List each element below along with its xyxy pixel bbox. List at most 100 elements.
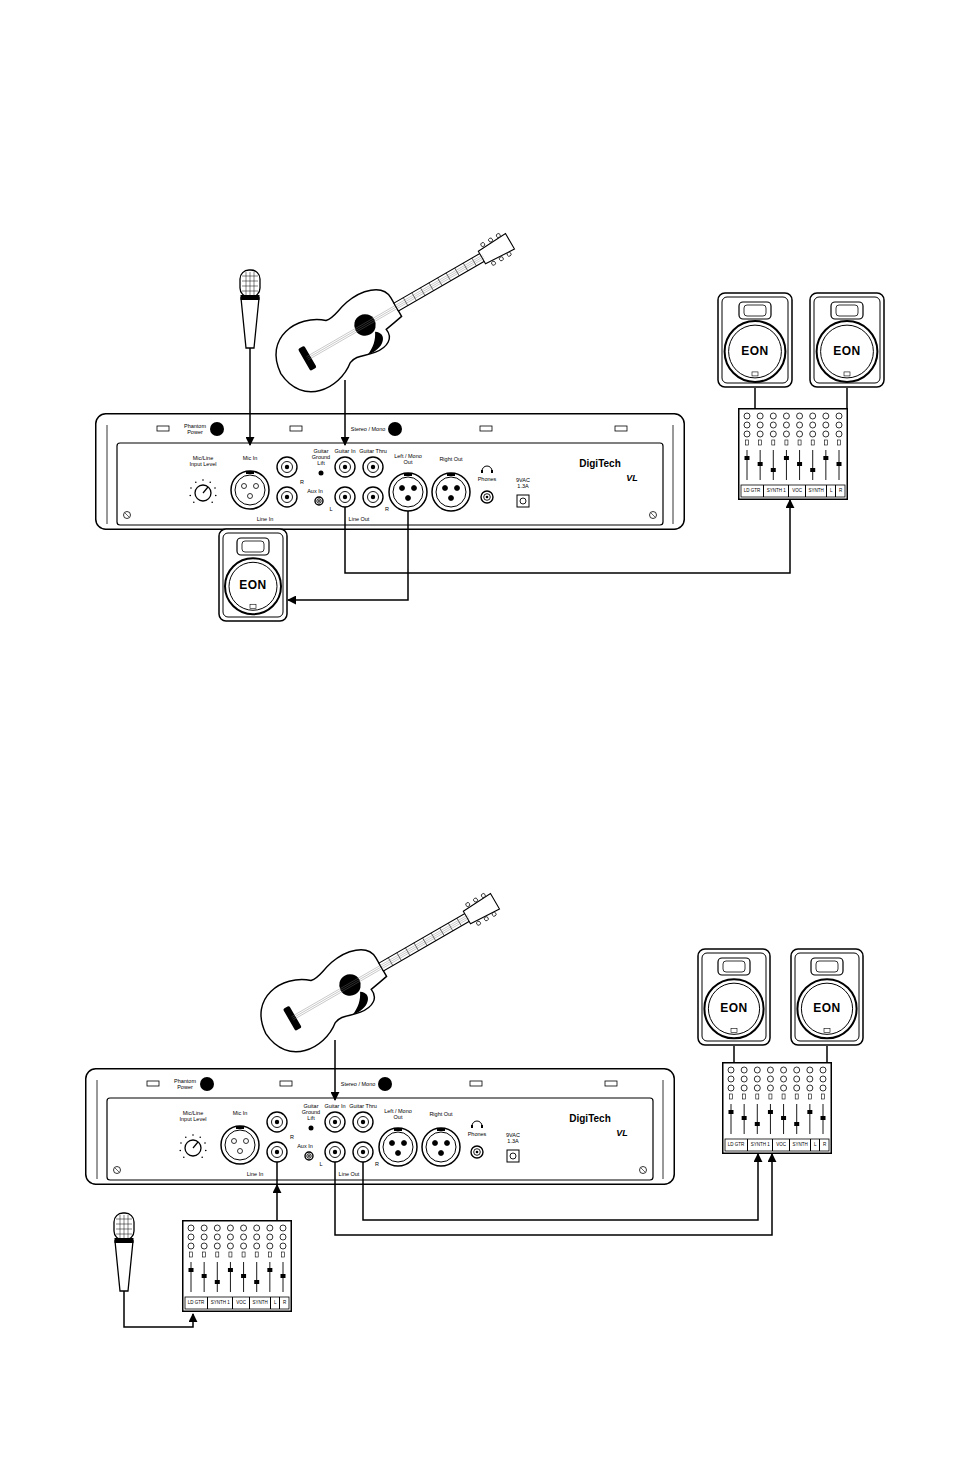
mixer-button — [838, 440, 841, 445]
guitar — [248, 871, 513, 1065]
xlr-pin — [400, 486, 405, 491]
level-knob — [185, 1140, 201, 1156]
xlr-pin — [406, 496, 411, 501]
jack — [368, 492, 379, 503]
xlr-pin — [412, 486, 417, 491]
jack — [282, 462, 293, 473]
panel-label: Guitar Ground Lift — [301, 1103, 321, 1121]
channel-label: VOC — [789, 485, 805, 497]
knob-tick — [202, 479, 204, 481]
power-jack — [517, 495, 529, 507]
xlr-connector — [389, 473, 427, 511]
speaker-badge — [250, 604, 256, 608]
mixer-knob — [820, 1085, 826, 1091]
panel-label: Guitar Thru — [349, 1103, 377, 1109]
mixer-knob — [807, 1076, 813, 1082]
mixer-fader-track — [191, 1262, 192, 1292]
jack — [361, 1120, 365, 1124]
mixer-knob — [227, 1225, 233, 1231]
microphone — [240, 270, 260, 348]
jack — [282, 492, 293, 503]
mixer-body — [739, 409, 848, 500]
jack — [368, 462, 379, 473]
brand-logo: DigiTech — [569, 1113, 610, 1124]
jack — [340, 462, 351, 473]
panel-edge — [663, 1080, 664, 1179]
mixer-button — [229, 1252, 232, 1257]
jack — [363, 457, 383, 477]
grille-mesh — [246, 272, 247, 295]
jack — [343, 465, 347, 469]
panel-label: Left / Mono Out — [382, 1108, 414, 1120]
guitar-body — [263, 277, 414, 405]
jack — [363, 487, 383, 507]
speaker-cabinet — [718, 293, 792, 387]
knob-tick — [215, 495, 217, 497]
guitar-body — [248, 937, 399, 1065]
mixer-body — [723, 1063, 832, 1154]
screw — [125, 513, 129, 517]
channel-label: SYNTH — [250, 1297, 272, 1309]
speaker-horn — [831, 302, 863, 319]
mixer-knob — [794, 1076, 800, 1082]
cable — [334, 1040, 336, 1100]
mixer-knob — [728, 1085, 734, 1091]
mixer-knob — [227, 1243, 233, 1249]
mixer-fader-cap — [797, 462, 802, 466]
screw — [650, 512, 657, 519]
guitar-bridge — [283, 1006, 302, 1031]
mixer-button — [798, 440, 801, 445]
mixer-fader-track — [269, 1262, 270, 1292]
mixer-button — [772, 440, 775, 445]
mixer-knob — [783, 413, 789, 419]
panel-label: Mic/Line Input Level — [178, 1110, 208, 1122]
mixer-fader-cap — [241, 1274, 246, 1278]
speaker-badge — [752, 372, 758, 376]
speaker-cabinet — [219, 529, 287, 621]
mixer-fader-cap — [281, 1274, 286, 1278]
speaker-horn — [744, 305, 766, 316]
speaker-woofer — [797, 979, 856, 1038]
speaker-badge — [731, 1028, 737, 1032]
jack — [267, 1112, 287, 1132]
mixer-fader-cap — [267, 1268, 272, 1272]
headphone-icon — [482, 466, 492, 471]
microphone-grille — [240, 270, 260, 297]
mixer-scribble-strip — [725, 1139, 829, 1151]
mixer-knob — [807, 1085, 813, 1091]
xlr-pin — [402, 1141, 407, 1146]
xlr-connector — [426, 1132, 456, 1162]
mixer-knob — [783, 431, 789, 437]
panel-label: Phantom Power — [184, 423, 206, 435]
mixer-fader-cap — [729, 1110, 734, 1114]
panel-label: Line Out — [349, 516, 370, 522]
speaker-horn — [242, 541, 264, 552]
guitar — [263, 211, 528, 405]
microphone-body — [115, 1241, 133, 1291]
mixer-button — [759, 440, 762, 445]
mixer-knob — [241, 1243, 247, 1249]
xlr-pin — [248, 494, 253, 499]
panel-label: Guitar In — [324, 1103, 345, 1109]
mixer-body — [183, 1221, 292, 1312]
jack — [277, 487, 297, 507]
knob-tick — [205, 1150, 207, 1152]
xlr-latch — [394, 1128, 402, 1131]
mixer-button — [216, 1252, 219, 1257]
cable — [249, 340, 251, 445]
panel-label: Line In — [257, 516, 274, 522]
xlr-latch — [437, 1128, 445, 1131]
jack — [317, 499, 321, 503]
mixer-knob — [227, 1234, 233, 1240]
headphone-icon — [481, 1125, 483, 1128]
brand-label: EON — [718, 1002, 750, 1015]
stereo-mono-switch — [378, 1077, 392, 1091]
mixer-knob — [188, 1243, 194, 1249]
mixer-fader-cap — [215, 1280, 220, 1284]
knob-tick — [185, 1136, 187, 1138]
mixer-knob — [757, 422, 763, 428]
mixer-button — [743, 1094, 746, 1099]
xlr-connector — [383, 1132, 413, 1162]
xlr-connector — [393, 477, 423, 507]
